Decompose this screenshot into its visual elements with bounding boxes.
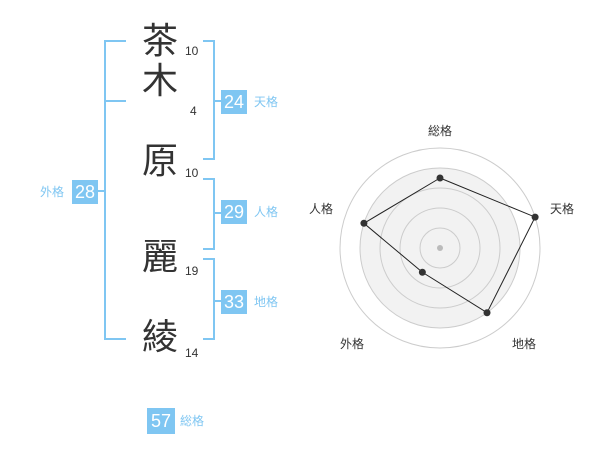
gaikaku-value-box: 28	[72, 180, 98, 204]
tenkaku-connector	[213, 100, 223, 102]
chikaku-label: 地格	[254, 295, 279, 309]
jinkaku-label: 人格	[254, 205, 279, 219]
radar-axis-label-2: 地格	[512, 337, 537, 351]
chikaku-value-box: 33	[221, 290, 247, 314]
chikaku-bracket	[203, 258, 215, 340]
stroke-count-5: 14	[185, 346, 199, 360]
radar-point-2	[483, 309, 491, 317]
radar-axis-label-0: 総格	[428, 124, 453, 138]
soukaku-label: 総格	[180, 414, 205, 428]
stroke-count-3: 10	[185, 166, 199, 180]
gaikaku-connector	[96, 190, 106, 192]
stroke-count-1: 10	[185, 44, 199, 58]
radar-ring	[379, 187, 501, 309]
stroke-count-2: 4	[190, 104, 197, 118]
name-char-4: 麗	[142, 237, 179, 278]
name-char-5: 綾	[142, 317, 179, 358]
radar-ring	[399, 207, 481, 289]
jinkaku-connector	[213, 212, 223, 214]
radar-point-4	[360, 219, 368, 227]
gaikaku-label: 外格	[40, 185, 65, 199]
radar-center	[437, 245, 443, 251]
radar-ring	[419, 227, 461, 269]
radar-ring	[339, 147, 541, 349]
chikaku-connector	[213, 300, 223, 302]
radar-series-line	[363, 177, 536, 314]
radar-point-0	[436, 174, 444, 182]
stroke-count-4: 19	[185, 264, 199, 278]
radar-point-1	[531, 213, 539, 221]
radar-axis-label-3: 外格	[340, 337, 365, 351]
soukaku-value-box: 57	[147, 408, 175, 434]
tenkaku-label: 天格	[254, 95, 279, 109]
jinkaku-bracket	[203, 178, 215, 250]
radar-point-3	[418, 268, 426, 276]
radar-axis-label-4: 人格	[309, 202, 334, 216]
jinkaku-value-box: 29	[221, 200, 247, 224]
tenkaku-value-box: 24	[221, 90, 247, 114]
name-char-3: 原	[142, 141, 179, 182]
name-char-2: 木	[142, 61, 179, 102]
radar-axis-label-1: 天格	[550, 202, 575, 216]
name-char-1: 茶	[142, 21, 179, 62]
gaikaku-bracket-tick	[104, 100, 126, 102]
